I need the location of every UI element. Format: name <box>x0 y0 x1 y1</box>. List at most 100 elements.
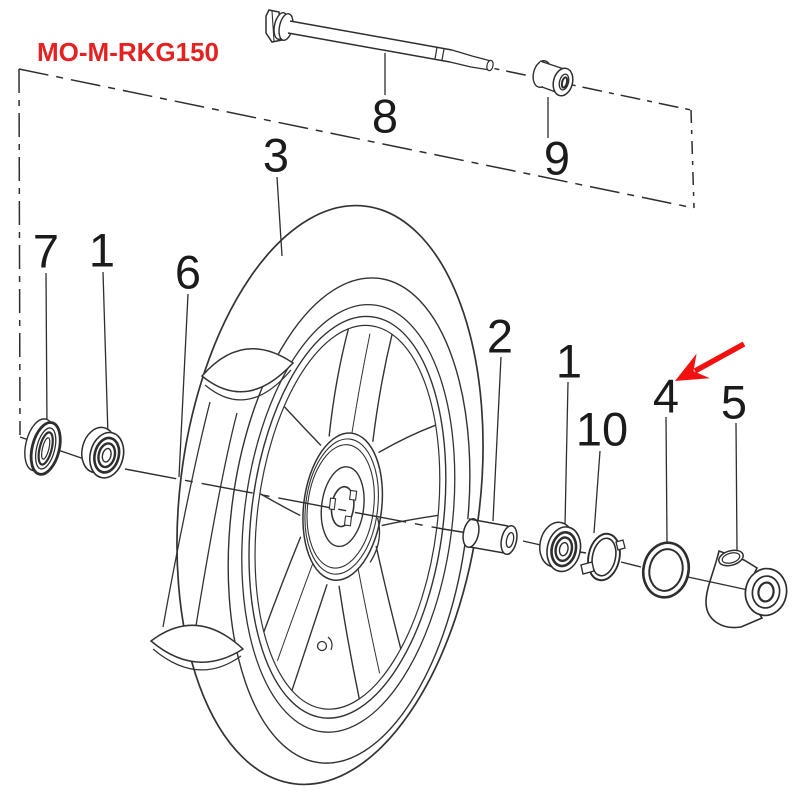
leader-line-1-right <box>564 381 569 527</box>
spoke-ul-edge2 <box>283 406 322 447</box>
leader-line-3 <box>276 176 283 257</box>
bolt-tip-top <box>451 49 473 57</box>
highlight-arrow-shaft <box>693 341 746 374</box>
hub-key-tab1 <box>348 489 358 501</box>
hub-rear-arc <box>369 517 381 563</box>
frame-lines <box>18 62 695 436</box>
part-label-2: 2 <box>487 310 513 363</box>
hub-key-tab2 <box>343 515 353 527</box>
leader-line-10 <box>593 450 601 534</box>
wheel-part3 <box>149 204 484 786</box>
part-label-4: 4 <box>653 370 679 423</box>
frame-line-diagonal <box>18 68 695 209</box>
tire-section-lower-underline <box>152 648 242 671</box>
spacer-part2 <box>462 517 518 556</box>
spoke-lr-ridge <box>357 565 381 674</box>
speedo-top-opening <box>718 549 744 567</box>
part-label-3: 3 <box>263 129 289 182</box>
spoke-ll-edge2 <box>263 536 302 633</box>
leader-line-6 <box>178 293 189 478</box>
part-labels: 3 8 9 7 1 6 2 1 10 4 5 <box>33 90 747 456</box>
tire-sidewall-line1 <box>162 401 211 628</box>
axle-nut-part9 <box>532 60 574 97</box>
speedo-boss-bore <box>757 581 775 603</box>
leader-line-1-left <box>102 271 109 437</box>
axis-seg-c <box>579 551 587 554</box>
leader-line-4 <box>665 416 668 543</box>
seal-bore <box>41 437 51 460</box>
spoke-ll-ridge <box>276 560 315 661</box>
leader-lines <box>45 53 738 552</box>
highlight-arrow-head <box>675 353 710 381</box>
bolt-end-top <box>471 55 492 62</box>
axle-centerline <box>467 62 692 111</box>
axis-seg-into-part5 <box>687 576 749 591</box>
tire-section-lower <box>149 624 245 663</box>
spacer-top-line <box>468 518 509 527</box>
bearing-left-race-outer <box>93 436 121 474</box>
spoke-top-left-edge <box>328 328 350 437</box>
seal-ring-inner <box>648 548 684 592</box>
bolt-shaft-bottom <box>287 32 451 63</box>
speedo-boss-mid <box>751 575 781 609</box>
washer-tab-left <box>580 561 595 575</box>
spoke-top-right-edge <box>372 334 393 442</box>
tire-sidewall-line2 <box>193 412 238 639</box>
part-label-1-left: 1 <box>89 224 115 277</box>
spoke-ur-edge1 <box>378 424 436 454</box>
speedo-drive-part5 <box>687 549 788 629</box>
tire-section-upper <box>200 348 295 393</box>
bearing-part1-right <box>539 521 582 573</box>
tire-section-upper-underline <box>204 369 292 401</box>
spoke-lr-edge2 <box>338 585 361 700</box>
part-label-1-right: 1 <box>556 335 582 388</box>
leader-line-2 <box>492 356 502 522</box>
seal-ring-part4 <box>641 541 691 599</box>
bolt-tip-bottom <box>449 61 472 68</box>
part-label-5: 5 <box>721 376 747 429</box>
bolt-thread-mark2 <box>441 48 445 61</box>
spoke-top-ridge <box>350 333 371 440</box>
bearing-left-bore <box>101 447 112 463</box>
seal-ring2 <box>37 431 54 466</box>
frame-line-left <box>18 68 21 436</box>
seal-ring-outer <box>641 541 691 599</box>
spacer-bore <box>505 531 515 549</box>
washer-tab-right <box>615 539 626 551</box>
bearing-left-race-inner <box>97 442 117 469</box>
valve-stem-arc <box>327 636 333 651</box>
washer-inner <box>591 537 617 577</box>
spoke-lr-edge1 <box>375 545 402 649</box>
hub-flange-inner <box>306 444 375 569</box>
speedo-top-opening-inner <box>721 552 741 564</box>
bolt-end-bottom <box>470 66 491 71</box>
part-label-8: 8 <box>372 90 398 143</box>
wheel-ellipses <box>176 204 484 786</box>
bolt-thread-mark1 <box>434 46 438 60</box>
part-label-10: 10 <box>576 403 628 456</box>
oil-seal-part7 <box>24 418 62 476</box>
leader-line-7 <box>45 272 48 429</box>
tab-washer-part10 <box>580 532 626 582</box>
axis-seg-wheel <box>124 468 444 530</box>
nut-body-top <box>539 60 565 70</box>
spoke-ur-edge2 <box>381 514 439 527</box>
bolt-end-face <box>486 59 494 72</box>
nut-bore-shade <box>560 76 569 89</box>
axle-bolt-part8 <box>265 9 494 72</box>
bearing-right-race-outer <box>550 531 578 568</box>
part-label-9: 9 <box>544 132 570 185</box>
diagram-code: MO-M-RKG150 <box>37 37 219 67</box>
bolt-head-facet <box>271 10 275 42</box>
seal-ring1 <box>34 427 57 470</box>
frame-line-right <box>690 109 695 209</box>
highlight-arrow <box>675 341 746 381</box>
bearing-right-race-inner <box>554 536 574 563</box>
valve-stem <box>316 640 328 652</box>
bolt-shaft-top <box>289 20 453 51</box>
spacer-left-face <box>462 517 480 549</box>
hub-flange-mid <box>304 438 379 575</box>
part-label-6: 6 <box>175 246 201 299</box>
